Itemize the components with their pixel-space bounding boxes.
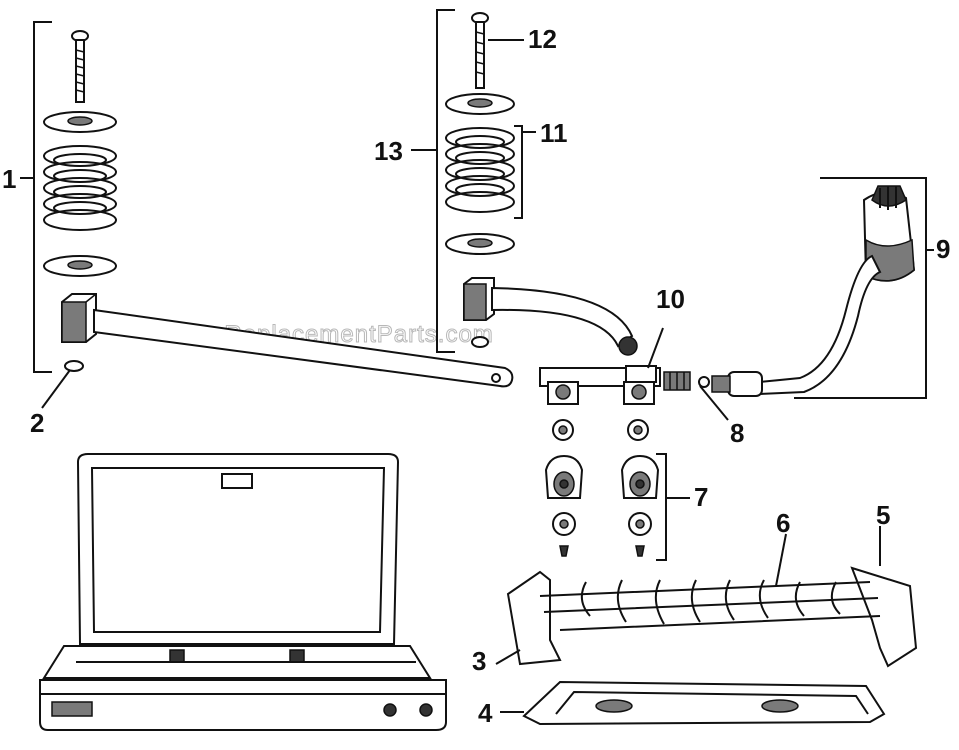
burner-valves (544, 419, 690, 561)
left-nut-block (61, 293, 97, 343)
left-bolt (71, 30, 89, 103)
callout-3: 3 (472, 646, 486, 676)
regulator-hose (711, 177, 934, 399)
callout-6: 6 (776, 508, 790, 538)
left-spring-assembly (20, 21, 514, 409)
callout-12: 12 (528, 24, 557, 54)
drip-tray (500, 680, 886, 726)
callout-9: 9 (936, 234, 950, 264)
stove-case (39, 453, 447, 731)
callout-2: 2 (30, 408, 44, 438)
callout-5: 5 (876, 500, 890, 530)
burner-frame (495, 526, 918, 668)
center-spring-assembly (411, 9, 638, 356)
callout-8: 8 (730, 418, 744, 448)
callout-1: 1 (2, 164, 16, 194)
left-arm-tube (93, 308, 514, 388)
callout-13: 13 (374, 136, 403, 166)
small-washer (64, 360, 84, 372)
left-spring (43, 145, 117, 231)
valve-manifold (539, 327, 729, 421)
callout-11: 11 (540, 118, 568, 148)
callout-4: 4 (478, 698, 493, 728)
callout-10: 10 (656, 284, 685, 314)
callout-7: 7 (694, 482, 708, 512)
